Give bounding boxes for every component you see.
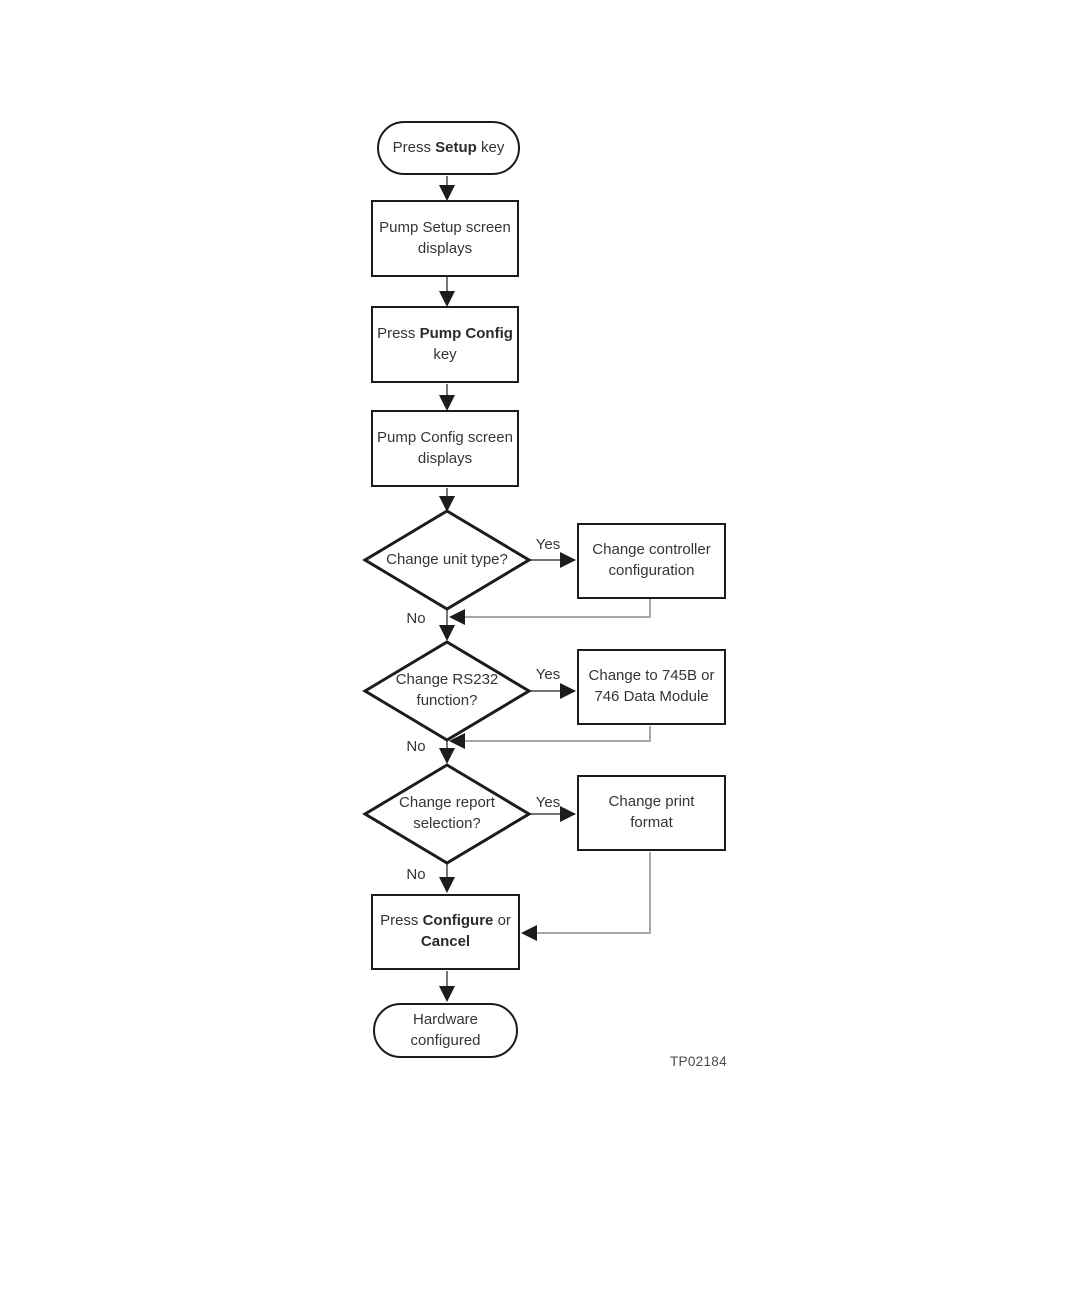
node-hardware-configured-label: Hardware configured — [410, 1010, 480, 1051]
node-text-mid: or — [493, 912, 511, 930]
node-text-line2: format — [630, 814, 673, 831]
return-controller-to-main — [452, 599, 651, 618]
arrowhead-left-3 — [521, 925, 537, 941]
node-change-745b-label: Change to 745B or 746 Data Module — [589, 666, 715, 707]
node-text-line1: Change controller — [592, 541, 711, 559]
node-press-pump-config-label: Press Pump Config key — [377, 324, 513, 365]
edge-label-no-1: No — [406, 610, 426, 627]
figure-code: TP02184 — [670, 1054, 727, 1069]
node-change-745b: Change to 745B or 746 Data Module — [577, 649, 726, 725]
node-text-line2: configured — [410, 1031, 481, 1049]
arrowhead-down-7 — [439, 877, 455, 893]
decision-text-line1: Change RS232 — [395, 671, 499, 689]
arrowhead-down-3 — [439, 395, 455, 411]
node-pump-setup-screen-label: Pump Setup screen displays — [379, 218, 511, 259]
node-pump-config-screen-label: Pump Config screen displays — [377, 428, 513, 469]
arrowhead-down-1 — [439, 185, 455, 201]
return-745b-to-main — [452, 726, 651, 742]
node-text-line2: key — [433, 345, 457, 363]
node-text-line2: 746 Data Module — [594, 688, 709, 705]
arrowhead-right-3 — [560, 806, 576, 822]
arrowhead-left-1 — [449, 609, 465, 625]
edge-label-no-3: No — [406, 866, 426, 883]
arrowhead-down-8 — [439, 986, 455, 1002]
decision-change-rs232-shape — [362, 640, 532, 742]
node-press-pump-config: Press Pump Config key — [371, 306, 519, 383]
node-text-bold1: Configure — [422, 912, 494, 930]
node-text-bold: Pump Config — [419, 324, 513, 342]
node-text-line2: configuration — [608, 562, 695, 579]
node-change-controller-label: Change controller configuration — [592, 540, 710, 581]
node-change-print-label: Change print format — [609, 792, 695, 833]
node-text-pre: Press — [377, 324, 420, 342]
return-print-to-configure — [523, 852, 651, 934]
node-text-line1: Hardware — [412, 1010, 479, 1028]
decision-text-line2: function? — [416, 692, 478, 709]
node-start-text-post: key — [476, 138, 505, 156]
node-change-controller: Change controller configuration — [577, 523, 726, 599]
decision-change-report-shape — [362, 763, 532, 865]
arrowhead-left-2 — [449, 733, 465, 749]
node-start-text-pre: Press — [392, 138, 436, 156]
arrowhead-down-6 — [439, 748, 455, 764]
node-text-line1: Change to 745B or — [588, 667, 715, 685]
node-start-label: Press Setup key — [393, 138, 505, 159]
node-text-line1: Change print — [608, 793, 695, 811]
edge-label-no-2: No — [406, 738, 426, 755]
node-text-pre: Press — [380, 912, 423, 930]
decision-text-line1: Change unit type? — [386, 550, 508, 568]
arrowhead-right-1 — [560, 552, 576, 568]
node-pump-setup-screen: Pump Setup screen displays — [371, 200, 519, 277]
node-hardware-configured: Hardware configured — [373, 1003, 518, 1058]
node-start: Press Setup key — [377, 121, 520, 175]
node-text-line1: Pump Config screen — [377, 428, 513, 446]
edge-label-yes-1: Yes — [535, 536, 561, 553]
node-text-bold2: Cancel — [420, 933, 471, 950]
decision-change-rs232-label: Change RS232 function? — [365, 642, 529, 740]
arrowhead-right-2 — [560, 683, 576, 699]
decision-text-line2: selection? — [413, 815, 481, 832]
node-text-line2: displays — [417, 239, 473, 257]
arrowhead-down-4 — [439, 496, 455, 512]
node-pump-config-screen: Pump Config screen displays — [371, 410, 519, 487]
decision-change-unit-type-label: Change unit type? — [365, 511, 529, 609]
arrowhead-down-5 — [439, 625, 455, 641]
decision-change-report-label: Change report selection? — [365, 765, 529, 863]
arrowhead-down-2 — [439, 291, 455, 307]
node-text-line2: displays — [417, 449, 473, 467]
edge-label-yes-2: Yes — [535, 666, 561, 683]
decision-text-line1: Change report — [399, 794, 495, 812]
node-text-line1: Pump Setup screen — [379, 218, 511, 236]
decision-change-unit-type-shape — [362, 509, 532, 611]
node-start-text-bold: Setup — [435, 138, 477, 156]
edge-label-yes-3: Yes — [535, 794, 561, 811]
node-change-print: Change print format — [577, 775, 726, 851]
